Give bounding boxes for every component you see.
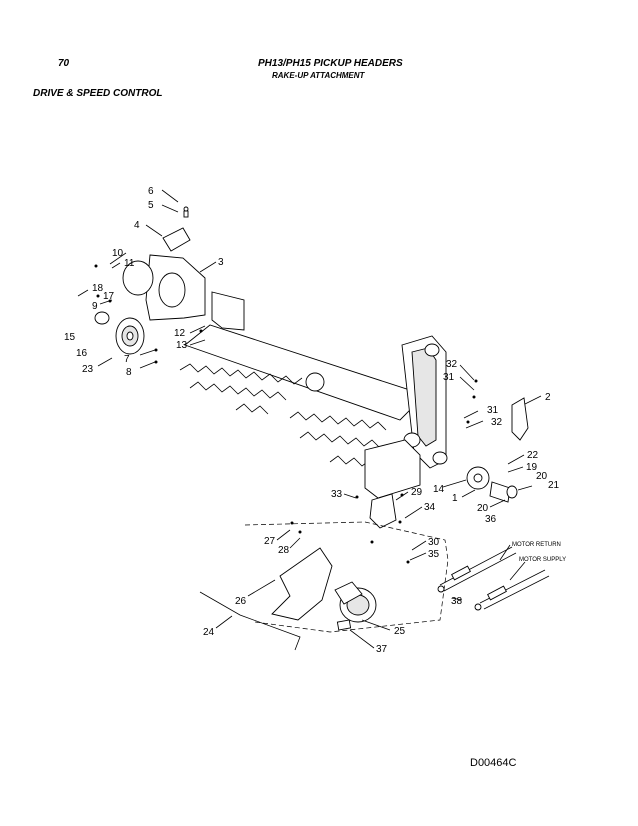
- callout-18: 18: [92, 283, 104, 294]
- drawing-linework: [94, 206, 550, 651]
- callout-17: 17: [103, 291, 115, 302]
- callout-20-left: 20: [477, 503, 489, 514]
- page-title: PH13/PH15 PICKUP HEADERS: [258, 58, 403, 69]
- callout-30: 30: [428, 537, 440, 548]
- callout-22: 22: [527, 450, 539, 461]
- motor-return-label: MOTOR RETURN: [512, 542, 561, 548]
- callout-13: 13: [176, 340, 188, 351]
- callout-26: 26: [235, 596, 247, 607]
- callout-29: 29: [411, 487, 423, 498]
- motor-supply-label: MOTOR SUPPLY: [519, 557, 566, 563]
- callout-5: 5: [148, 200, 154, 211]
- callout-32-lower: 32: [491, 417, 503, 428]
- callout-27: 27: [264, 536, 276, 547]
- callout-8: 8: [126, 367, 132, 378]
- callout-12: 12: [174, 328, 186, 339]
- callout-21: 21: [548, 480, 560, 491]
- callout-24: 24: [203, 627, 215, 638]
- callout-38: 38: [451, 596, 463, 607]
- callout-7: 7: [124, 354, 130, 365]
- callout-34: 34: [424, 502, 436, 513]
- callout-37: 37: [376, 644, 388, 655]
- callout-11: 11: [124, 258, 135, 269]
- callout-35: 35: [428, 549, 440, 560]
- callout-15: 15: [64, 332, 76, 343]
- callout-28: 28: [278, 545, 290, 556]
- callout-9: 9: [92, 301, 98, 312]
- callout-33: 33: [331, 489, 343, 500]
- callout-36: 36: [485, 514, 497, 525]
- callout-1: 1: [452, 493, 458, 504]
- leader-lines: [77, 189, 542, 649]
- drawing-number: D00464C: [470, 757, 517, 769]
- callout-4: 4: [134, 220, 140, 231]
- page-subtitle: RAKE-UP ATTACHMENT: [272, 71, 365, 80]
- callout-31-upper: 31: [443, 372, 455, 383]
- callout-19: 19: [526, 462, 538, 473]
- callout-labels: 6 5 4 10 11 3 18 17 9 12 13 15 16 7 8 23…: [64, 186, 566, 655]
- callout-23: 23: [82, 364, 94, 375]
- callout-6: 6: [148, 186, 154, 197]
- callout-20-right: 20: [536, 471, 548, 482]
- callout-3: 3: [218, 257, 224, 268]
- callout-31-lower: 31: [487, 405, 499, 416]
- callout-32-upper: 32: [446, 359, 458, 370]
- callout-14: 14: [433, 484, 445, 495]
- callout-2: 2: [545, 392, 551, 403]
- section-title: DRIVE & SPEED CONTROL: [33, 88, 163, 99]
- callout-25: 25: [394, 626, 406, 637]
- callout-16: 16: [76, 348, 88, 359]
- callout-10: 10: [112, 248, 124, 259]
- page-number: 70: [58, 58, 70, 69]
